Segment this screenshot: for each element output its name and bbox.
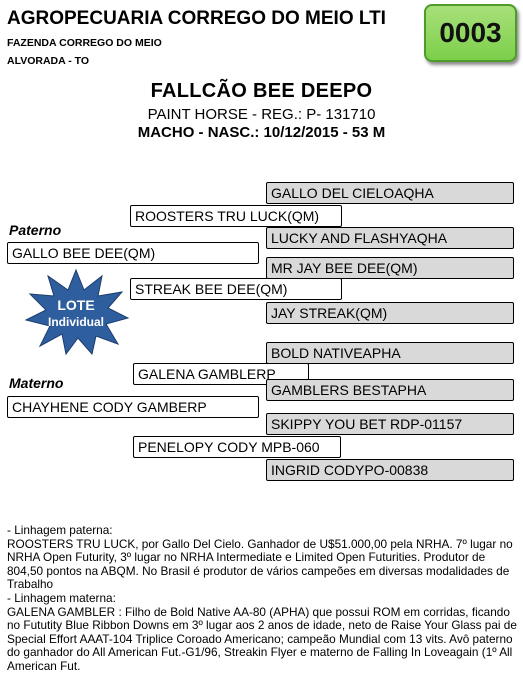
breed-registration: PAINT HORSE - REG.: P- 131710 [147,106,376,123]
pedigree-sire-sire-sire: GALLO DEL CIELOAQHA [266,182,514,204]
maternal-lineage-title: - Linhagem materna: [7,590,116,605]
pedigree-sire-dam-dam: JAY STREAK(QM) [266,302,514,324]
pedigree-dam-dam-dam: INGRID CODYPO-00838 [266,459,514,481]
pedigree-dam-sire-dam: GAMBLERS BESTAPHA [266,379,514,401]
pedigree-dam-sire: GALENA GAMBLERP [133,363,309,385]
pedigree-dam-dam: PENELOPY CODY MPB-060 [133,436,341,458]
pedigree-dam-dam-sire: SKIPPY YOU BET RDP-01157 [266,413,514,435]
farm-name: AGROPECUARIA CORREGO DO MEIO LTI [7,8,386,29]
maternal-label: Materno [9,375,64,391]
pedigree-sire-dam: STREAK BEE DEE(QM) [130,278,342,300]
pedigree-sire-sire-dam: LUCKY AND FLASHYAQHA [266,227,514,249]
individual-label: Individual [48,315,104,329]
lote-individual-starburst: LOTE Individual [24,268,130,356]
lote-label: LOTE [57,297,94,313]
pedigree-sire: GALLO BEE DEE(QM) [7,242,259,264]
sex-birth-date: MACHO - NASC.: 10/12/2015 - 53 M [137,124,386,141]
paternal-label: Paterno [9,222,62,238]
horse-name: FALLCÃO BEE DEEPO [150,80,373,102]
farm-city: ALVORADA - TO [7,55,90,67]
lineage-notes: - Linhagem paterna: ROOSTERS TRU LUCK, p… [7,523,517,674]
farm-location: FAZENDA CORREGO DO MEIO [7,37,162,49]
lot-number-badge: 0003 [424,4,517,62]
pedigree-sire-sire: ROOSTERS TRU LUCK(QM) [130,205,342,227]
paternal-lineage-text: ROOSTERS TRU LUCK, por Gallo Del Cielo. … [7,536,513,592]
pedigree-dam: CHAYHENE CODY GAMBERP [7,396,259,418]
pedigree-sire-dam-sire: MR JAY BEE DEE(QM) [266,257,514,279]
pedigree-dam-sire-sire: BOLD NATIVEAPHA [266,342,514,364]
paternal-lineage-title: - Linhagem paterna: [7,523,113,537]
maternal-lineage-text: GALENA GAMBLER : Filho de Bold Native AA… [7,604,517,673]
